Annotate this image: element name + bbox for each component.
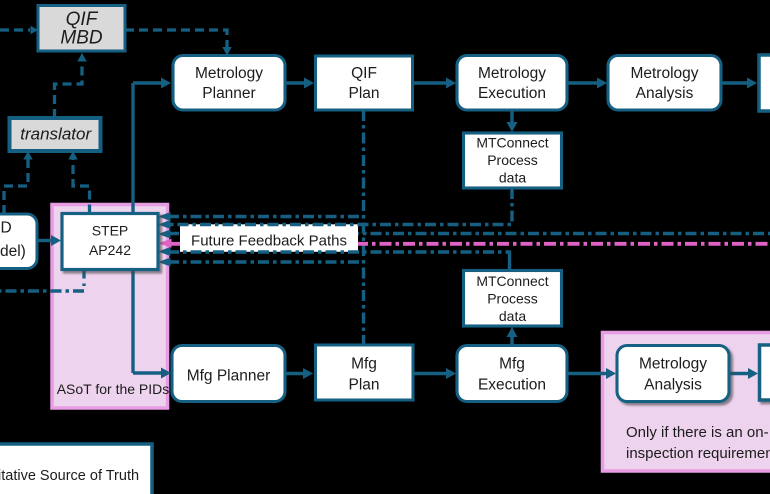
svg-text:AP242: AP242 — [89, 242, 131, 258]
svg-text:Mfg Planner: Mfg Planner — [187, 368, 271, 385]
svg-text:Only if there is an on-: Only if there is an on- — [626, 424, 769, 441]
svg-text:inspection requirement: inspection requirement — [626, 445, 770, 462]
svg-text:Process: Process — [487, 291, 538, 307]
svg-text:MTConnect: MTConnect — [476, 273, 548, 289]
svg-text:Process: Process — [487, 152, 538, 168]
svg-text:Future Feedback Paths: Future Feedback Paths — [191, 233, 347, 250]
svg-text:MTConnect: MTConnect — [476, 135, 548, 151]
svg-text:Metrology: Metrology — [639, 356, 707, 373]
svg-text:Mfg: Mfg — [499, 356, 525, 373]
svg-text:Mfg: Mfg — [351, 356, 377, 373]
svg-text:STEP: STEP — [92, 223, 129, 239]
svg-text:MBD: MBD — [60, 28, 103, 49]
svg-text:Metrology: Metrology — [478, 65, 546, 82]
svg-text:Analysis: Analysis — [644, 377, 702, 394]
svg-text:itative Source of Truth: itative Source of Truth — [0, 468, 139, 484]
svg-text:QIF: QIF — [351, 65, 377, 82]
svg-text:Plan: Plan — [348, 85, 379, 102]
svg-text:data: data — [499, 170, 526, 186]
svg-text:QIF: QIF — [66, 9, 99, 30]
svg-text:translator: translator — [20, 125, 92, 144]
svg-text:Metrology: Metrology — [195, 65, 263, 82]
svg-text:ASoT for the PIDs: ASoT for the PIDs — [57, 381, 170, 397]
svg-text:Execution: Execution — [478, 377, 546, 394]
svg-text:Planner: Planner — [202, 85, 255, 102]
svg-text:data: data — [499, 308, 526, 324]
svg-text:Plan: Plan — [348, 377, 379, 394]
svg-text:D: D — [1, 220, 12, 237]
svg-text:del): del) — [0, 243, 26, 260]
svg-text:Analysis: Analysis — [636, 85, 694, 102]
svg-text:Metrology: Metrology — [630, 65, 698, 82]
svg-text:Execution: Execution — [478, 85, 546, 102]
